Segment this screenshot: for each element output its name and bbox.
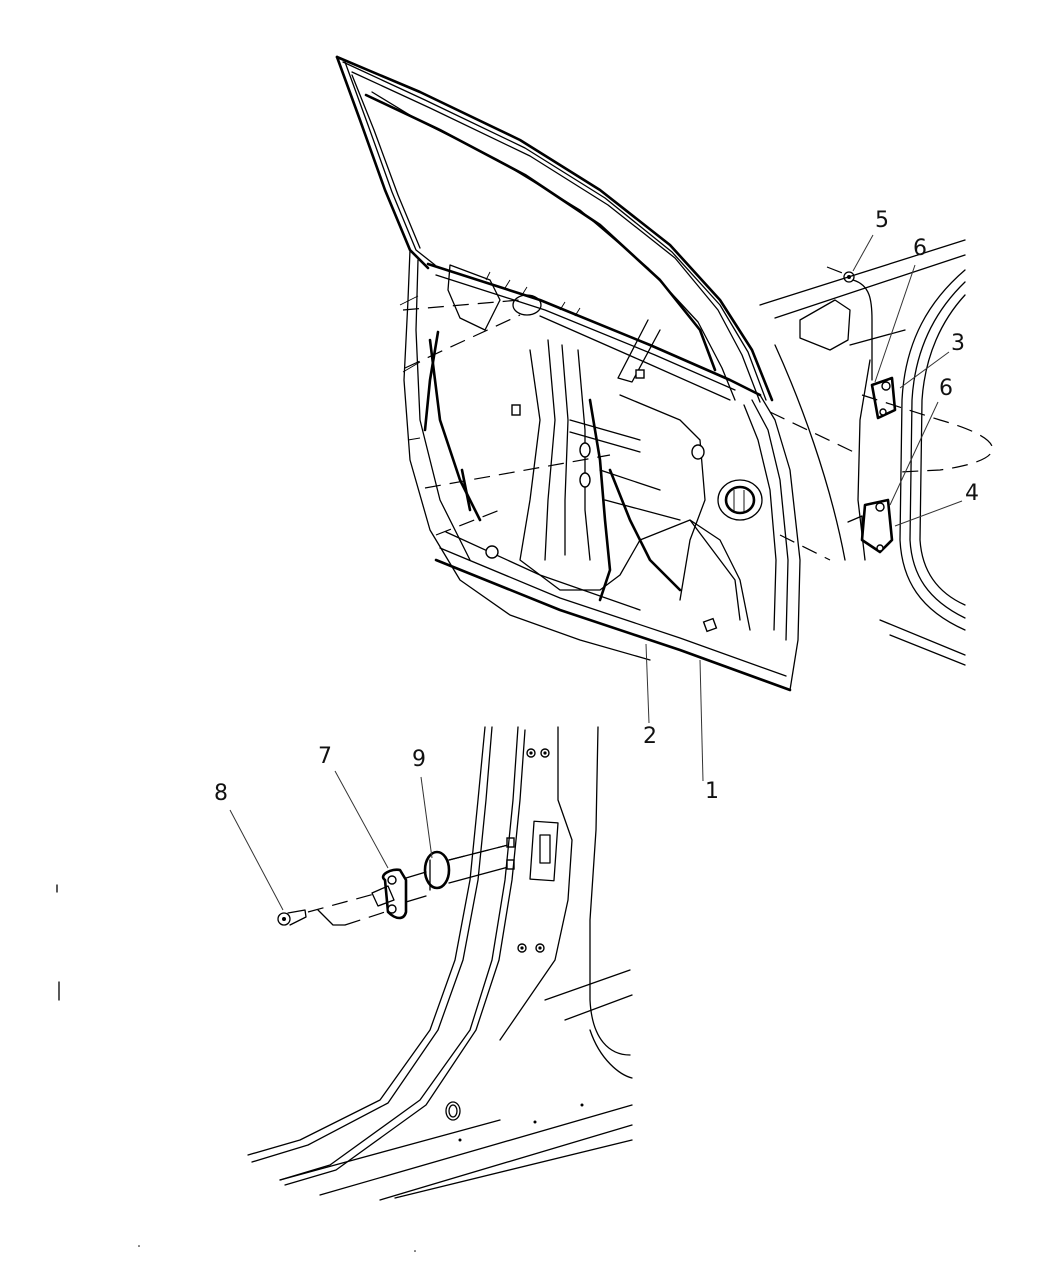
callout-6-lower: 6 [939,376,953,401]
striker-assembly-drawing [277,837,515,926]
callout-9: 9 [412,747,426,772]
callout-6-upper: 6 [913,236,927,261]
door-shell-drawing [335,55,861,692]
callout-3: 3 [951,331,965,356]
hinge-nut [843,271,855,283]
callout-7: 7 [318,744,332,769]
lower-hinge [847,498,894,554]
callout-8: 8 [214,781,228,806]
a-pillar-body-drawing [759,239,993,666]
upper-hinge [870,376,897,420]
striker-screw [277,909,307,926]
door-striker [371,868,408,920]
callout-2: 2 [643,724,657,749]
stray-marks [56,884,416,1252]
callout-leaders [229,234,963,911]
striker-shim [423,850,451,891]
callout-1: 1 [705,779,719,804]
b-pillar-sill-drawing [247,726,633,1201]
callout-4: 4 [965,481,979,506]
callout-5: 5 [875,208,889,233]
